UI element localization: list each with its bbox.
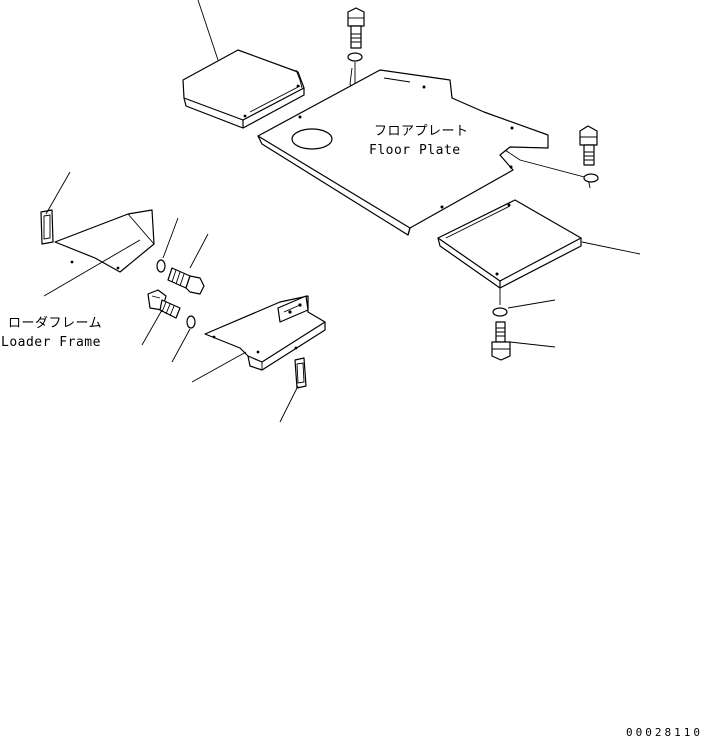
leader-line-tab-lower: [279, 385, 299, 423]
floor-plate-label-jp: フロアプレート: [374, 124, 469, 139]
leader-line-bracket-right: [191, 351, 247, 383]
washer-lower-left: [186, 315, 196, 329]
drawing-code: 00028110: [626, 726, 703, 739]
bolt-right: [579, 125, 598, 166]
loader-frame-label-en: Loader Frame: [1, 335, 101, 350]
left-bracket-upper: [40, 209, 155, 273]
right-cover-plate: [437, 199, 582, 289]
leader-line-left-cover: [197, 0, 219, 61]
right-bracket-lower: [204, 295, 326, 371]
washer-right: [583, 173, 599, 183]
leader-line-bolt-br: [509, 341, 556, 348]
tab-lower: [294, 357, 307, 389]
bolt-mid-left: [167, 267, 205, 295]
floor-plate-hole: [291, 128, 333, 150]
left-cover-plate: [182, 49, 305, 129]
bolt-bottom-right: [491, 321, 511, 361]
loader-frame-label-jp: ローダフレーム: [8, 316, 103, 331]
leader-line-tab-left: [45, 171, 71, 215]
leader-line-washer-br: [507, 299, 556, 309]
washer-bottom-right: [492, 307, 508, 317]
leader-line-washer-ll: [171, 328, 191, 363]
leader-line-bracket-left: [43, 239, 141, 297]
bolt-top: [347, 7, 365, 49]
leader-line-bolt-ml: [189, 233, 209, 269]
floor-plate: [257, 69, 591, 236]
leader-line-right-cover: [581, 241, 641, 255]
leader-line-washer-ml: [162, 217, 179, 259]
washer-mid-left: [156, 259, 166, 273]
leader-line-bolt-ll: [141, 309, 163, 346]
bolt-lower-left: [147, 289, 181, 319]
washer-top: [347, 52, 363, 62]
floor-plate-label-en: Floor Plate: [369, 143, 461, 158]
